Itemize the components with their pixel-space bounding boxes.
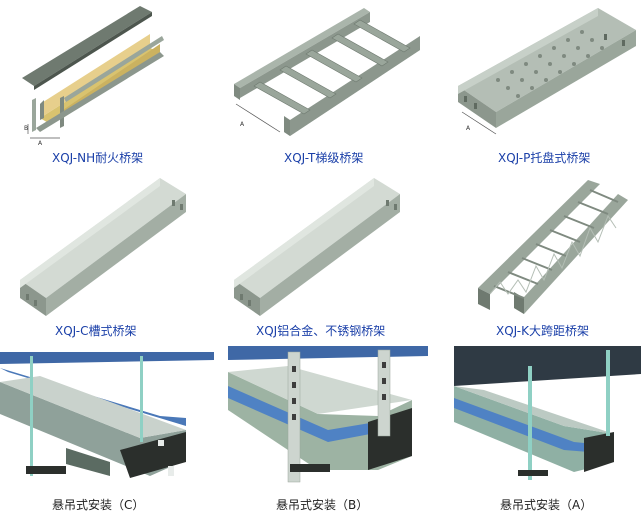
product-t-ladder-tray: A XQJ-T梯级桥架 bbox=[214, 0, 428, 170]
product-p-perforated-tray: A XQJ-P托盘式桥架 bbox=[428, 0, 641, 170]
installation-caption: 悬吊式安装（A） bbox=[500, 498, 593, 512]
perforated-tray-drawing: A bbox=[458, 8, 636, 135]
dim-label-a: A bbox=[38, 140, 43, 145]
product-caption: XQJ-C槽式桥架 bbox=[55, 324, 137, 338]
dim-label-b: B bbox=[24, 125, 28, 132]
installation-caption: 悬吊式安装（B） bbox=[276, 498, 369, 512]
product-c-trough-tray: XQJ-C槽式桥架 bbox=[0, 170, 214, 340]
install-c-photo bbox=[0, 346, 214, 489]
dim-label-a: A bbox=[240, 121, 245, 128]
installation-suspended-a: 悬吊式安装（A） bbox=[454, 346, 641, 515]
product-nh-fire-tray: B A XQJ-NH耐火桥架 bbox=[0, 0, 214, 170]
installation-suspended-c: 悬吊式安装（C） bbox=[0, 346, 214, 515]
product-caption: XQJ-T梯级桥架 bbox=[284, 151, 364, 165]
aluminum-tray-drawing bbox=[234, 178, 400, 316]
product-k-large-span-tray: XQJ-K大跨距桥架 bbox=[428, 170, 641, 340]
installation-caption: 悬吊式安装（C） bbox=[52, 498, 145, 512]
product-caption: XQJ-NH耐火桥架 bbox=[52, 151, 144, 165]
product-caption: XQJ铝合金、不锈钢桥架 bbox=[256, 324, 386, 338]
large-span-tray-drawing bbox=[478, 180, 628, 314]
dim-label-a: A bbox=[466, 125, 471, 132]
install-a-photo bbox=[454, 346, 641, 489]
ladder-tray-drawing: A bbox=[234, 8, 420, 136]
installation-suspended-b: 悬吊式安装（B） bbox=[228, 346, 428, 515]
product-aluminum-stainless-tray: XQJ铝合金、不锈钢桥架 bbox=[214, 170, 428, 340]
nh-tray-drawing: B A bbox=[22, 6, 164, 145]
trough-tray-drawing bbox=[20, 178, 186, 316]
product-caption: XQJ-K大跨距桥架 bbox=[496, 324, 589, 338]
install-b-photo bbox=[228, 346, 428, 489]
product-caption: XQJ-P托盘式桥架 bbox=[498, 151, 591, 165]
